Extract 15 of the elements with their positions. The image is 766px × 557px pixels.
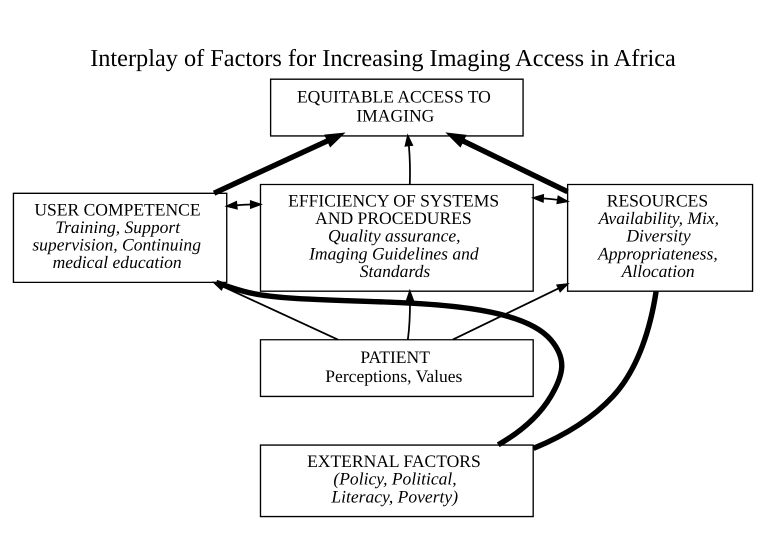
node-box: EQUITABLE ACCESS TO IMAGING [270, 78, 524, 136]
arrow [452, 282, 570, 340]
arrow [530, 193, 570, 204]
node-box: EXTERNAL FACTORS (Policy, Political, Literacy, Poverty) [260, 444, 534, 517]
arrow [224, 199, 263, 210]
arrow [445, 132, 569, 194]
connector [215, 279, 564, 447]
arrow [404, 132, 414, 184]
node-box: USER COMPETENCE Training, Support supervision, Continuing medical education [12, 192, 228, 283]
node-box: EFFICIENCY OF SYSTEMS AND PROCEDURES Quality assurance, Imaging Guidelines and Standards [260, 183, 534, 292]
node-box: PATIENT Perceptions, Values [260, 338, 534, 397]
arrow [212, 132, 346, 196]
node-box: RESOURCES Availability, Mix, Diversity Appropriateness, Allocation [566, 183, 754, 292]
diagram-title: Interplay of Factors for Increasing Imaging Access in Africa [90, 44, 676, 72]
connector [532, 290, 659, 450]
